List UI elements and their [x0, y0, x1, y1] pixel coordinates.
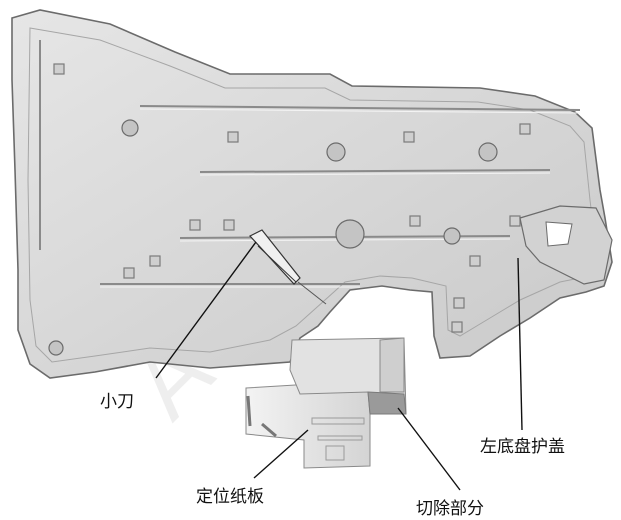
knife-illustration — [249, 229, 327, 305]
bracket-hole — [545, 221, 573, 247]
panel-flange — [27, 27, 597, 363]
leader-left-underbody-cover — [517, 257, 523, 431]
label-cut-part: 切除部分 — [416, 499, 484, 519]
label-knife: 小刀 — [100, 392, 134, 412]
positioning-paper-board — [245, 383, 371, 469]
leader-positioning-paper — [253, 429, 309, 479]
cut-off-part — [289, 337, 407, 415]
leader-cut-part — [397, 407, 461, 491]
leader-knife — [155, 241, 257, 379]
label-positioning-paper: 定位纸板 — [196, 487, 264, 507]
right-bracket — [519, 205, 613, 285]
label-left-underbody-cover: 左底盘护盖 — [480, 437, 565, 457]
panel-studs — [53, 63, 531, 333]
leader-lines — [155, 241, 523, 491]
panel-round-bosses — [48, 119, 498, 356]
cover-panel — [11, 9, 613, 379]
